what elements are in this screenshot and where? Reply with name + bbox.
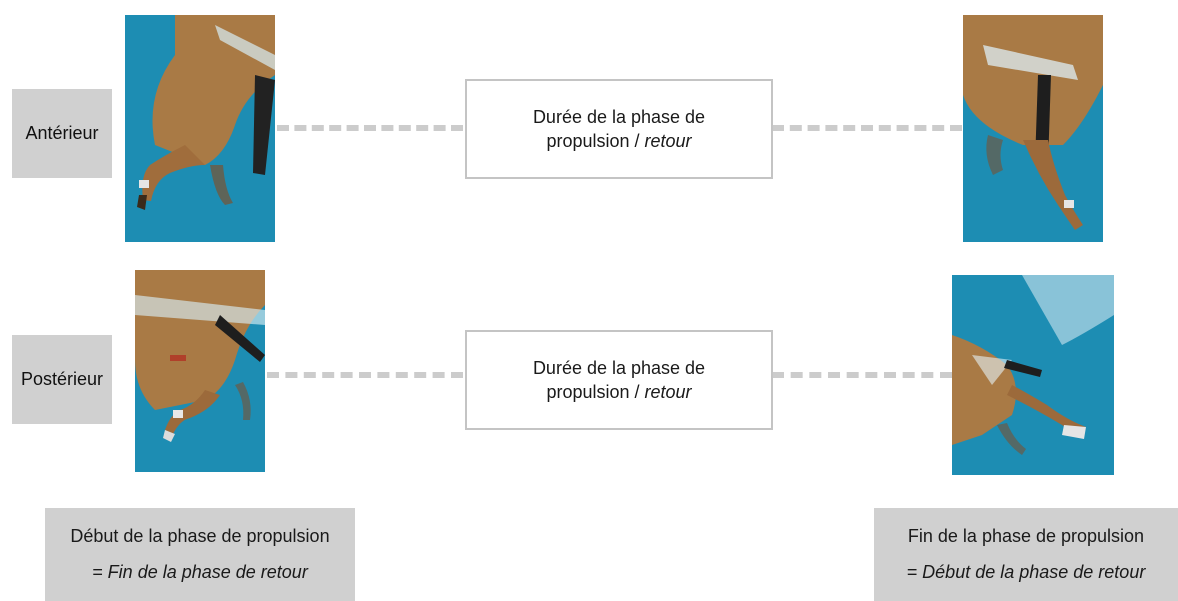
duration-line2-prefix: propulsion / (546, 382, 645, 402)
caption-propulsion-start: Début de la phase de propulsion = Fin de… (45, 508, 355, 601)
row-label-posterior: Postérieur (12, 335, 112, 424)
duration-line1: Durée de la phase de (532, 358, 706, 378)
connector-posterior-left (267, 372, 463, 378)
duration-line2-italic: retour (644, 131, 692, 151)
photo-posterior-propulsion-end (952, 275, 1114, 475)
caption-end-line2: = Début de la phase de retour (906, 562, 1146, 583)
photo-anterior-propulsion-start (125, 15, 275, 242)
photo-posterior-propulsion-start (135, 270, 265, 472)
duration-line1: Durée de la phase de (532, 107, 706, 127)
caption-end-line1: Fin de la phase de propulsion (907, 525, 1145, 546)
duration-line2: propulsion / retour (546, 129, 691, 153)
row-label-anterior-text: Antérieur (25, 123, 99, 143)
caption-start-line1: Début de la phase de propulsion (70, 525, 330, 546)
caption-propulsion-end: Fin de la phase de propulsion = Début de… (874, 508, 1178, 601)
connector-anterior-left (277, 125, 463, 131)
duration-line2-italic: retour (644, 382, 692, 402)
duration-box-anterior: Durée de la phase de propulsion / retour (465, 79, 773, 179)
connector-posterior-right (772, 372, 952, 378)
duration-line2-prefix: propulsion / (546, 131, 645, 151)
duration-box-posterior: Durée de la phase de propulsion / retour (465, 330, 773, 430)
row-label-posterior-text: Postérieur (20, 369, 104, 389)
photo-anterior-propulsion-end (963, 15, 1103, 242)
duration-line2: propulsion / retour (546, 380, 691, 404)
row-label-anterior: Antérieur (12, 89, 112, 178)
connector-anterior-right (772, 125, 962, 131)
caption-start-line2: = Fin de la phase de retour (92, 562, 308, 583)
